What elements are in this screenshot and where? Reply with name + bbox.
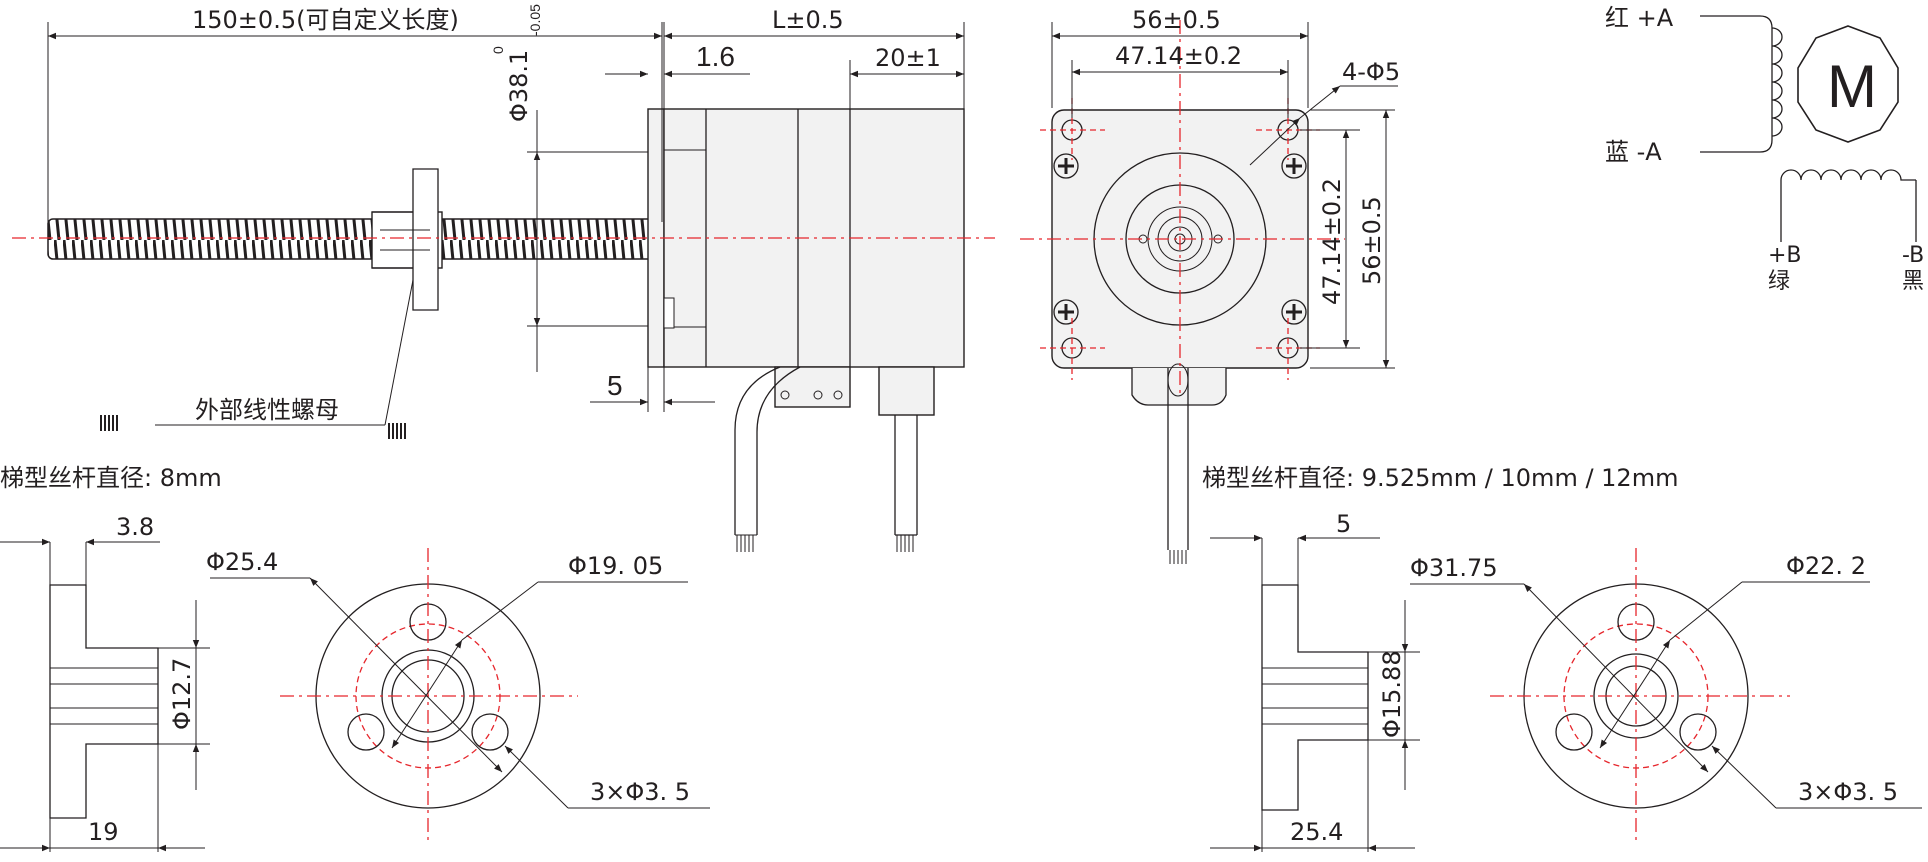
nut-small-pcd: Φ19. 05	[568, 552, 663, 580]
nut-large-length: 25.4	[1290, 818, 1343, 846]
nut-small-title: 梯型丝杆直径: 8mm	[0, 464, 222, 492]
wire-b-minus-sign: -B	[1902, 243, 1924, 268]
nut-large-bore: Φ15.88	[1378, 650, 1406, 738]
dim-motor-length: L±0.5	[772, 6, 844, 34]
dim-front-height: 56±0.5	[1358, 196, 1386, 285]
nut-large-holes: 3×Φ3. 5	[1798, 778, 1898, 806]
cable-right	[878, 366, 935, 552]
dim-front-hole-spacing: 47.14±0.2	[1115, 42, 1242, 70]
cable-left	[734, 366, 851, 552]
dim-flange-thickness: 1.6	[696, 41, 735, 72]
nut-large-title: 梯型丝杆直径: 9.525mm / 10mm / 12mm	[1202, 464, 1678, 492]
nut-small-bore: Φ12.7	[168, 658, 196, 730]
nut-small: 梯型丝杆直径: 8mm 3.8 Φ12.7 19 Φ	[0, 464, 710, 852]
nut-large-profile	[1261, 584, 1369, 811]
nut-label: 外部线性螺母	[195, 396, 339, 424]
coil-a	[1771, 27, 1783, 137]
external-nut	[371, 168, 443, 311]
dim-pilot-tol-upper: 0	[490, 46, 506, 54]
wire-b-plus-sign: +B	[1768, 243, 1802, 268]
wire-b-plus-color: 绿	[1768, 269, 1790, 294]
side-view: 150±0.5(可自定义长度) L±0.5 1.6 20±1 Φ38.1 0 -…	[12, 4, 995, 552]
nut-large-flange-thk: 5	[1336, 510, 1351, 538]
dim-front-hole-height: 47.14±0.2	[1318, 178, 1346, 305]
dim-flange-offset: 5	[607, 370, 623, 401]
nut-small-profile	[49, 584, 159, 819]
dim-pilot-tol-lower: -0.05	[527, 4, 543, 36]
nut-large-outer-dia: Φ31.75	[1410, 554, 1498, 582]
wire-a-minus: 蓝 -A	[1605, 138, 1662, 166]
motor-symbol	[1797, 25, 1899, 143]
nut-large: 梯型丝杆直径: 9.525mm / 10mm / 12mm 5 Φ15.88 2…	[1202, 464, 1922, 852]
nut-small-flange-thk: 3.8	[116, 513, 154, 541]
motor-symbol-label: M	[1827, 53, 1877, 120]
lead-screw	[47, 218, 663, 260]
nut-large-pcd: Φ22. 2	[1786, 552, 1866, 580]
wiring-diagram: 红 +A 蓝 -A M +B 绿 -B 黑	[1605, 4, 1924, 294]
nut-small-holes: 3×Φ3. 5	[590, 778, 690, 806]
dim-rear-length: 20±1	[875, 44, 941, 72]
dim-front-width: 56±0.5	[1132, 6, 1221, 34]
front-view: 56±0.5 47.14±0.2 4-Φ5 47.14±0.2 56±0.5	[1020, 6, 1400, 564]
wire-a-plus: 红 +A	[1605, 4, 1674, 32]
wire-b-minus-color: 黑	[1902, 269, 1924, 294]
dim-front-holes: 4-Φ5	[1342, 58, 1400, 86]
dim-overall-length: 150±0.5(可自定义长度)	[192, 6, 459, 34]
nut-small-outer-dia: Φ25.4	[206, 548, 278, 576]
coil-b	[1780, 169, 1916, 181]
dim-pilot-diameter: Φ38.1	[505, 50, 533, 122]
nut-small-length: 19	[88, 818, 119, 846]
